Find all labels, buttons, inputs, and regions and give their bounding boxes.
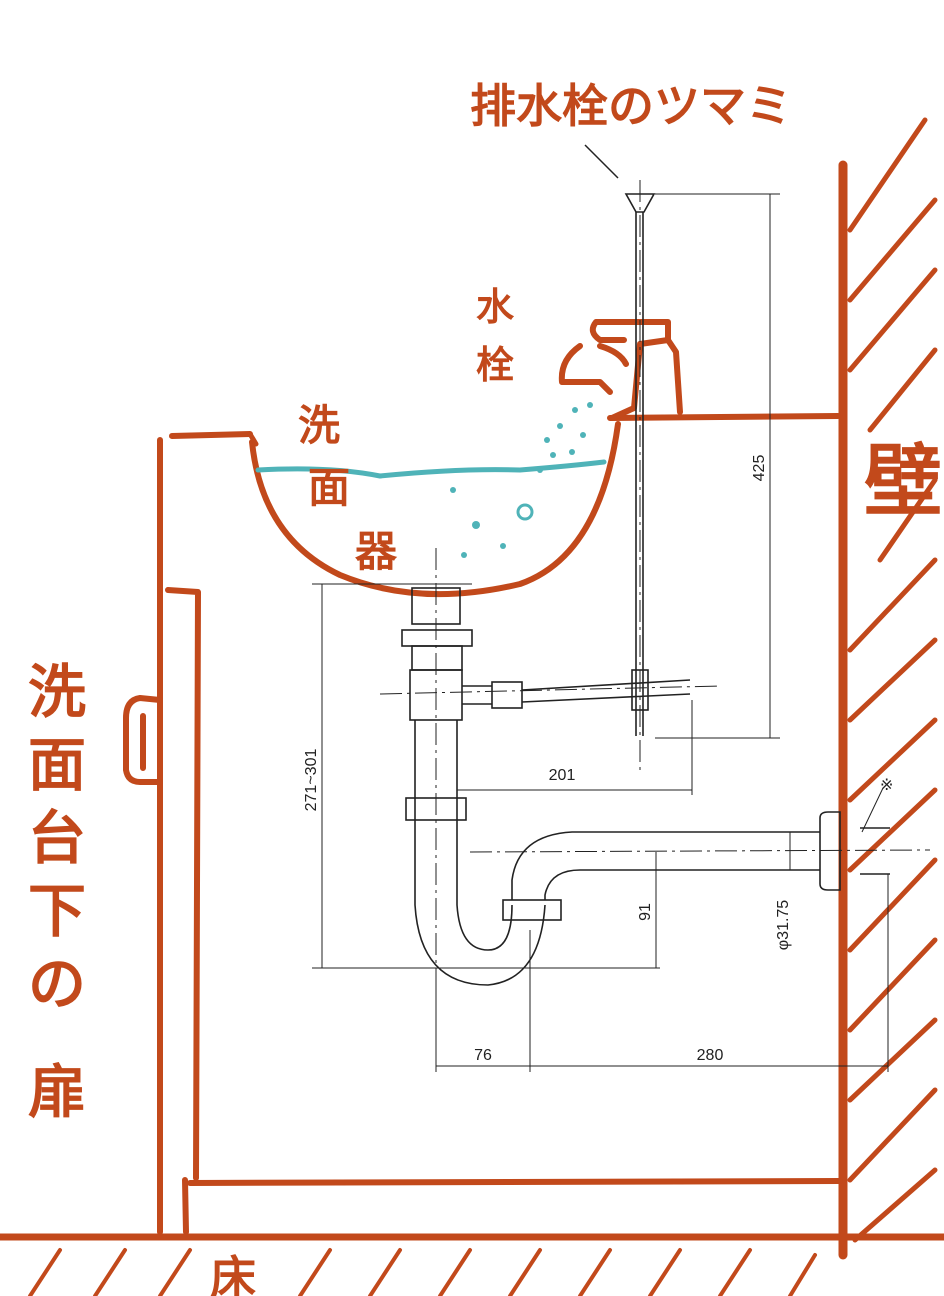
label-faucet-2: 栓 xyxy=(476,343,514,387)
label-basin-1: 洗 xyxy=(298,401,340,450)
dim-76: 76 xyxy=(474,1047,492,1064)
label-faucet-1: 水 xyxy=(476,285,515,329)
svg-text:面: 面 xyxy=(28,731,86,799)
drain-fitting xyxy=(379,548,721,980)
wall xyxy=(838,117,938,1260)
dim-271-301: 271~301 xyxy=(303,749,320,812)
label-floor: 床 xyxy=(210,1251,256,1296)
knob-leader-line xyxy=(584,144,619,179)
dim-pipe-diameter: φ31.75 xyxy=(775,900,792,951)
svg-text:下: 下 xyxy=(28,877,86,945)
drain-rod xyxy=(624,180,656,770)
svg-text:の: の xyxy=(28,950,86,1018)
dimension-lines xyxy=(312,193,889,1072)
p-trap xyxy=(405,720,931,986)
label-basin-2: 面 xyxy=(308,463,350,512)
faucet xyxy=(558,319,683,421)
wash-basin xyxy=(247,402,621,598)
vanity-cabinet xyxy=(157,413,843,1235)
svg-text:台: 台 xyxy=(28,804,86,872)
dim-425: 425 xyxy=(751,455,768,482)
dim-91: 91 xyxy=(637,903,654,921)
note-mark: ※ xyxy=(880,777,893,794)
svg-text:扉: 扉 xyxy=(28,1058,86,1126)
label-cabinet-door: 洗 面 台 下 の 扉 xyxy=(28,658,86,1126)
label-basin-3: 器 xyxy=(355,527,398,576)
svg-text:洗: 洗 xyxy=(28,658,86,726)
floor xyxy=(0,1233,944,1296)
dim-280: 280 xyxy=(697,1047,724,1064)
dim-201: 201 xyxy=(549,767,576,784)
label-drain-knob: 排水栓のツマミ xyxy=(470,79,792,133)
label-wall: 壁 xyxy=(864,437,942,527)
door-handle xyxy=(123,695,163,785)
